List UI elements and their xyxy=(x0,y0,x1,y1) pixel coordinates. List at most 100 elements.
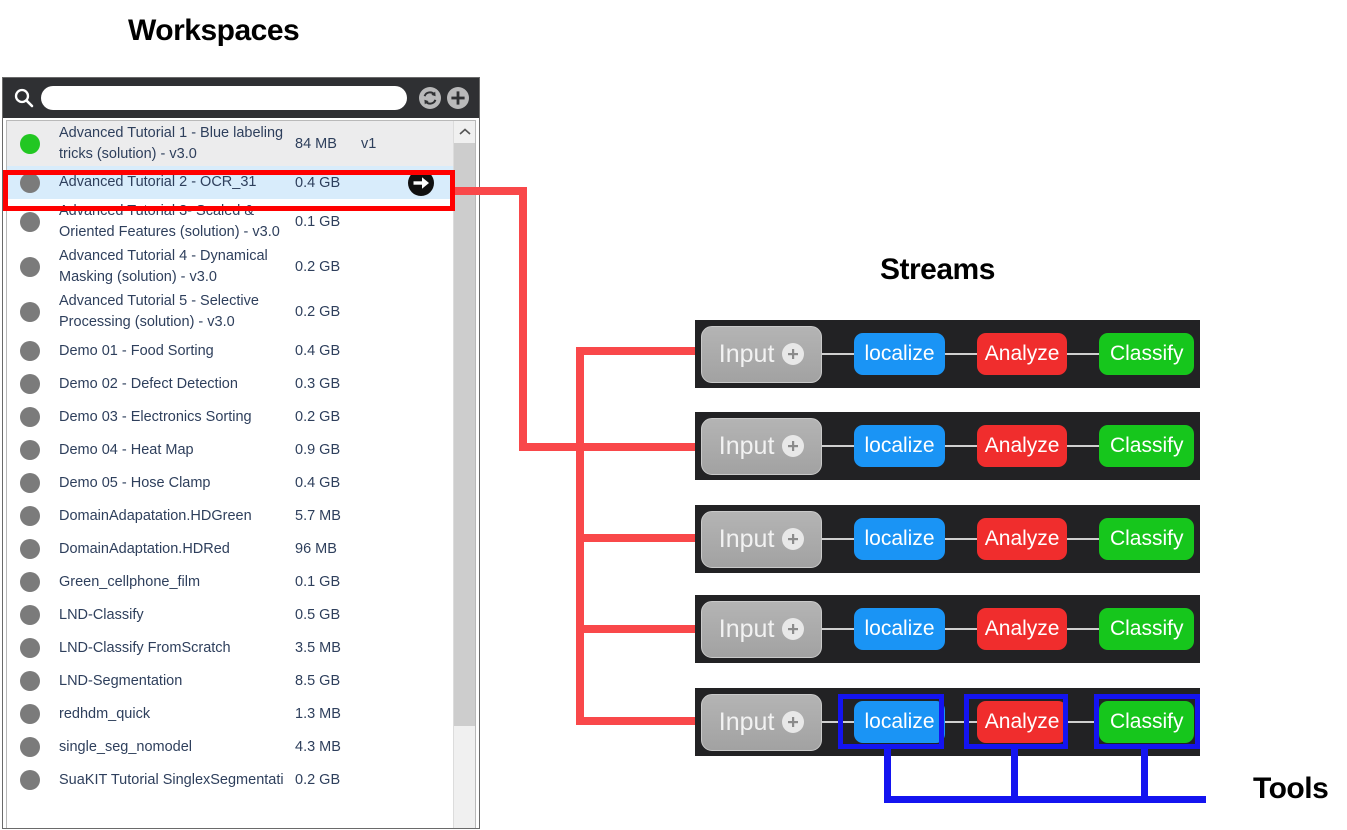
stream-connector-line xyxy=(944,538,977,540)
status-dot-inactive xyxy=(20,407,40,428)
plus-circle-icon[interactable] xyxy=(782,528,805,550)
refresh-icon[interactable] xyxy=(417,85,443,111)
stream-row[interactable]: Input localize Analyze Classify xyxy=(695,505,1200,573)
workspace-name: DomainAdaptation.HDRed xyxy=(59,540,230,557)
stream-node-label: Analyze xyxy=(984,710,1060,733)
workspace-name: Advanced Tutorial 1 - Blue labeling tric… xyxy=(59,125,284,162)
stream-node-label: Input xyxy=(718,614,775,643)
stream-node-analyze[interactable]: Analyze xyxy=(976,608,1068,650)
workspaces-list[interactable]: Advanced Tutorial 1 - Blue labeling tric… xyxy=(7,121,453,828)
page-title-tools: Tools xyxy=(1253,772,1329,805)
connector-red-v-trunk-1 xyxy=(519,187,527,451)
stream-node-label: Classify xyxy=(1109,342,1184,365)
workspace-name: single_seg_nomodel xyxy=(59,738,193,755)
stream-node-input[interactable]: Input xyxy=(701,510,823,568)
stream-node-input[interactable]: Input xyxy=(701,417,823,475)
stream-connector-line xyxy=(822,445,855,447)
workspace-name: LND-Classify xyxy=(59,606,144,623)
workspace-size: 0.4 GB xyxy=(295,343,341,360)
stream-node-label: Analyze xyxy=(984,342,1060,365)
scrollbar-thumb[interactable] xyxy=(454,143,475,726)
workspaces-scrollbar[interactable] xyxy=(453,121,475,828)
stream-node-label: Analyze xyxy=(984,617,1060,640)
workspace-size: 0.9 GB xyxy=(295,442,341,459)
plus-circle-icon[interactable] xyxy=(782,618,805,640)
stream-node-label: Input xyxy=(718,707,775,736)
stream-row[interactable]: Input localize Analyze Classify xyxy=(695,320,1200,388)
connector-red-branch-3 xyxy=(576,534,698,542)
workspaces-toolbar xyxy=(3,78,479,118)
chevron-up-icon[interactable] xyxy=(454,121,475,143)
page-title-streams: Streams xyxy=(880,253,995,286)
stream-row[interactable]: Input localize Analyze Classify xyxy=(695,412,1200,480)
stream-node-localize[interactable]: localize xyxy=(854,333,945,375)
workspace-list-item[interactable]: Advanced Tutorial 5 - Selective Processi… xyxy=(7,289,453,334)
stream-node-classify[interactable]: Classify xyxy=(1099,518,1194,560)
stream-node-label: Input xyxy=(718,431,775,460)
stream-node-localize[interactable]: localize xyxy=(854,425,945,467)
stream-node-localize[interactable]: localize xyxy=(854,518,945,560)
plus-circle-icon[interactable] xyxy=(782,435,805,457)
stream-node-input[interactable]: Input xyxy=(701,600,823,658)
stream-node-localize[interactable]: localize xyxy=(854,608,945,650)
stream-connector-line xyxy=(1067,445,1100,447)
search-icon xyxy=(11,85,37,111)
status-dot-inactive xyxy=(20,341,40,362)
stream-row[interactable]: Input localize Analyze Classify xyxy=(695,595,1200,663)
status-dot-inactive xyxy=(20,302,40,323)
stream-node-analyze[interactable]: Analyze xyxy=(976,701,1068,743)
stream-node-localize[interactable]: localize xyxy=(854,701,945,743)
stream-node-classify[interactable]: Classify xyxy=(1099,608,1194,650)
add-circle-icon[interactable] xyxy=(445,85,471,111)
workspace-list-item[interactable]: LND-Classify 0.5 GB xyxy=(7,599,453,632)
stream-node-analyze[interactable]: Analyze xyxy=(976,425,1068,467)
workspace-size: 3.5 MB xyxy=(295,640,341,657)
workspace-name: Demo 05 - Hose Clamp xyxy=(59,474,211,491)
stream-node-analyze[interactable]: Analyze xyxy=(976,333,1068,375)
open-workspace-arrow-icon[interactable] xyxy=(407,169,453,197)
search-input[interactable] xyxy=(41,86,407,110)
stream-node-classify[interactable]: Classify xyxy=(1099,701,1194,743)
workspace-size: 0.2 GB xyxy=(295,304,341,321)
stream-node-classify[interactable]: Classify xyxy=(1099,425,1194,467)
stream-node-input[interactable]: Input xyxy=(701,325,823,383)
stream-node-classify[interactable]: Classify xyxy=(1099,333,1194,375)
connector-red-branch-2 xyxy=(576,443,698,451)
workspace-list-item[interactable]: Advanced Tutorial 4 - Dynamical Masking … xyxy=(7,244,453,289)
workspace-size: 8.5 GB xyxy=(295,673,341,690)
status-dot-inactive xyxy=(20,473,40,494)
workspace-list-item[interactable]: Advanced Tutorial 3- Scaled & Oriented F… xyxy=(7,199,453,244)
stream-connector-line xyxy=(822,628,855,630)
plus-circle-icon[interactable] xyxy=(782,711,805,733)
stream-node-label: localize xyxy=(864,710,935,733)
workspace-size: 0.1 GB xyxy=(295,213,341,230)
workspace-list-item[interactable]: Demo 05 - Hose Clamp 0.4 GB xyxy=(7,467,453,500)
workspace-size: 0.5 GB xyxy=(295,607,341,624)
workspace-list-item[interactable]: Advanced Tutorial 1 - Blue labeling tric… xyxy=(7,121,453,167)
status-dot-inactive xyxy=(20,572,40,593)
stream-connector-line xyxy=(944,445,977,447)
workspace-size: 0.4 GB xyxy=(295,475,341,492)
workspace-size: 0.3 GB xyxy=(295,376,341,393)
stream-node-analyze[interactable]: Analyze xyxy=(976,518,1068,560)
workspace-name: Advanced Tutorial 4 - Dynamical Masking … xyxy=(59,248,268,285)
plus-circle-icon[interactable] xyxy=(782,343,805,365)
stream-connector-line xyxy=(944,628,977,630)
stream-node-input[interactable]: Input xyxy=(701,693,823,751)
workspace-name: Advanced Tutorial 2 - OCR_31 xyxy=(59,174,257,191)
stream-row[interactable]: Input localize Analyze Classify xyxy=(695,688,1200,756)
workspace-name: redhdm_quick xyxy=(59,705,151,722)
